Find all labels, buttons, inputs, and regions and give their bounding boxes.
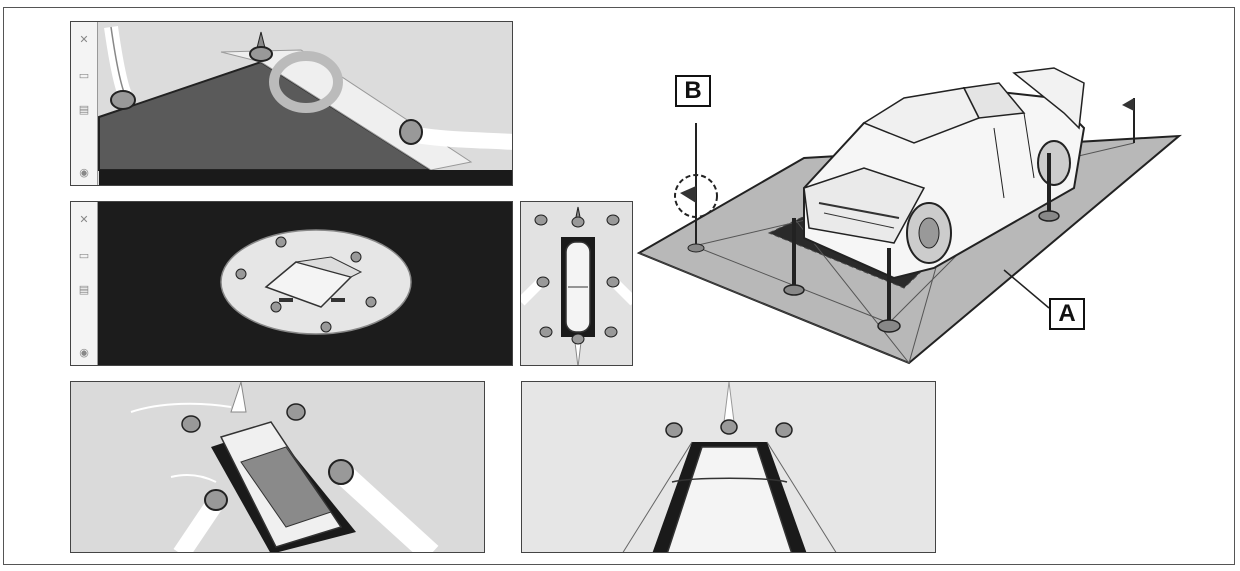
grid-icon: ▤	[78, 103, 90, 116]
camera-view-front-corner: ✕ ▭ ▤ ◉	[70, 21, 513, 186]
camera-view-rear	[521, 381, 936, 553]
callout-a: A	[1049, 298, 1085, 330]
pickup-truck	[803, 67, 1086, 280]
camera-view-top-down	[520, 201, 633, 366]
settings-icon: ◉	[79, 346, 89, 359]
camera-view-rear-angle-drawing	[71, 382, 484, 552]
camera-view-overhead-oval-drawing	[71, 202, 512, 365]
calibration-pole-front-left	[783, 218, 805, 296]
close-icon: ✕	[79, 33, 89, 46]
camera-sidebar: ✕ ▭ ▤ ◉	[71, 202, 98, 365]
camera-view-rear-drawing	[522, 382, 935, 552]
camera-view-top-down-drawing	[521, 202, 632, 365]
calibration-pole-front-center	[877, 248, 901, 333]
leader-line-a	[1003, 269, 1050, 309]
camera-view-front-corner-drawing	[71, 22, 512, 185]
calibration-flag-rear	[1122, 98, 1135, 143]
figure-frame: ✕ ▭ ▤ ◉ ✕ ▭ ▤ ◉	[3, 7, 1235, 565]
camera-icon: ▭	[78, 249, 90, 262]
calibration-pole-rear	[1038, 153, 1060, 222]
truck-calibration-illustration	[636, 67, 1182, 365]
grid-icon: ▤	[78, 283, 90, 296]
settings-icon: ◉	[79, 166, 89, 179]
calibration-flag-b	[674, 123, 718, 253]
camera-view-rear-angle	[70, 381, 485, 553]
camera-view-overhead-oval: ✕ ▭ ▤ ◉	[70, 201, 513, 366]
camera-sidebar: ✕ ▭ ▤ ◉	[71, 22, 98, 185]
close-icon: ✕	[79, 213, 89, 226]
callout-b: B	[675, 75, 711, 107]
camera-icon: ▭	[78, 69, 90, 82]
